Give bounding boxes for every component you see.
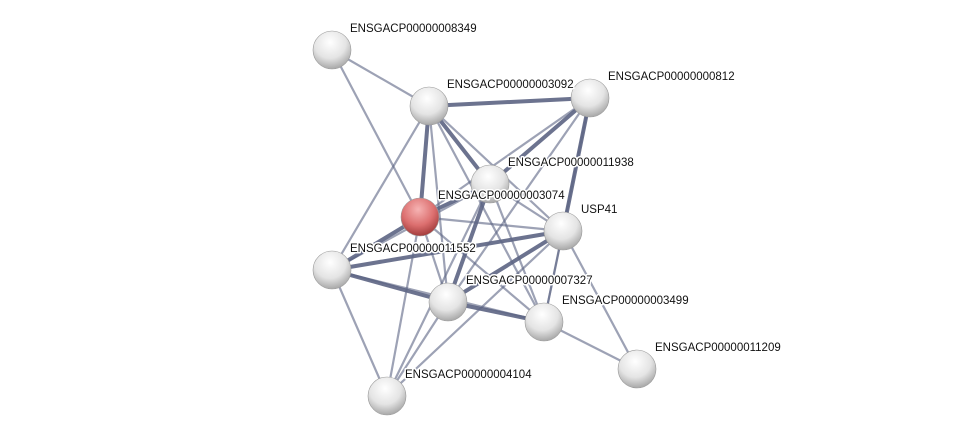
node-label: ENSGACP00000003074 bbox=[438, 190, 565, 202]
edge-E-K[interactable] bbox=[385, 215, 422, 398]
node-label: ENSGACP00000011938 bbox=[508, 157, 634, 169]
node-label: USP41 bbox=[581, 204, 617, 216]
node-label: ENSGACP00000007327 bbox=[466, 275, 593, 287]
edge-C-E[interactable] bbox=[418, 96, 592, 219]
edge-F-K[interactable] bbox=[385, 229, 565, 398]
protein-node[interactable] bbox=[570, 78, 610, 118]
edge-B-C[interactable] bbox=[427, 96, 592, 108]
node-circle[interactable] bbox=[400, 197, 440, 237]
edge-G-K[interactable] bbox=[330, 268, 389, 398]
protein-node[interactable] bbox=[524, 302, 564, 342]
protein-node[interactable] bbox=[470, 164, 510, 204]
edge-C-H[interactable] bbox=[446, 96, 592, 304]
edge-F-H[interactable] bbox=[446, 229, 565, 304]
protein-node[interactable] bbox=[312, 250, 352, 290]
protein-node[interactable] bbox=[617, 349, 657, 389]
protein-node[interactable] bbox=[312, 30, 352, 70]
node-label: ENSGACP00000004104 bbox=[405, 369, 532, 381]
edge-D-H[interactable] bbox=[446, 182, 492, 304]
node-circle[interactable] bbox=[428, 282, 468, 322]
edge-C-D[interactable] bbox=[488, 96, 592, 186]
edge-F-J[interactable] bbox=[561, 229, 639, 371]
node-circle[interactable] bbox=[470, 164, 510, 204]
edge-E-F[interactable] bbox=[418, 215, 565, 233]
protein-node[interactable] bbox=[543, 211, 583, 251]
node-circle[interactable] bbox=[570, 78, 610, 118]
query-node[interactable] bbox=[400, 197, 440, 237]
edge-A-E[interactable] bbox=[330, 48, 422, 219]
node-label: ENSGACP00000003499 bbox=[562, 295, 689, 307]
edge-D-I[interactable] bbox=[488, 182, 546, 324]
protein-node[interactable] bbox=[367, 376, 407, 416]
node-circle[interactable] bbox=[367, 376, 407, 416]
protein-node[interactable] bbox=[409, 86, 449, 126]
edge-B-G[interactable] bbox=[330, 104, 431, 272]
node-circle[interactable] bbox=[312, 250, 352, 290]
node-label: ENSGACP00000003092 bbox=[447, 79, 574, 91]
node-circle[interactable] bbox=[524, 302, 564, 342]
node-circle[interactable] bbox=[543, 211, 583, 251]
node-circle[interactable] bbox=[312, 30, 352, 70]
node-circle[interactable] bbox=[409, 86, 449, 126]
nodes-layer: ENSGACP00000008349ENSGACP00000003092ENSG… bbox=[312, 22, 782, 416]
edge-F-G[interactable] bbox=[330, 229, 565, 272]
edge-B-I[interactable] bbox=[427, 104, 546, 324]
node-label: ENSGACP00000011552 bbox=[350, 243, 476, 255]
node-circle[interactable] bbox=[617, 349, 657, 389]
edge-E-I[interactable] bbox=[418, 215, 546, 324]
node-label: ENSGACP00000008349 bbox=[350, 23, 477, 35]
node-label: ENSGACP00000011209 bbox=[655, 342, 781, 354]
protein-node[interactable] bbox=[428, 282, 468, 322]
node-label: ENSGACP00000000812 bbox=[608, 71, 735, 83]
